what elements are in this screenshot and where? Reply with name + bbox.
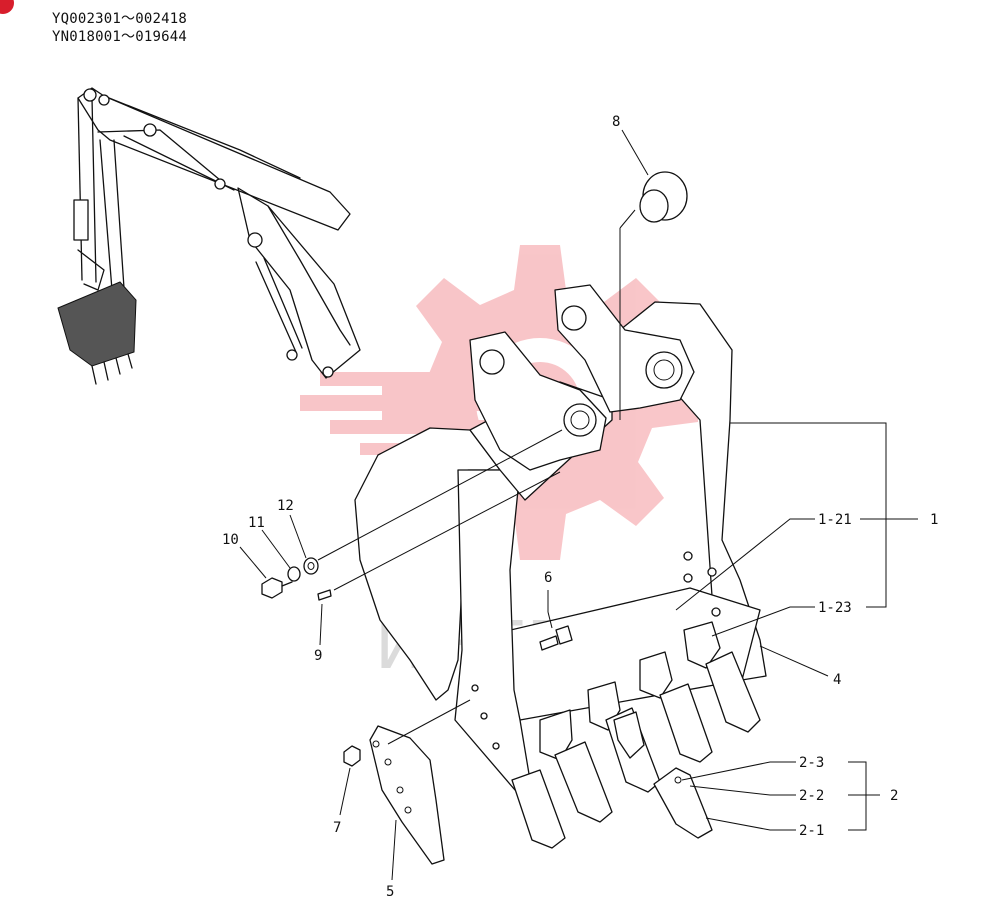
callout-1-21: 1-21 (818, 512, 852, 528)
callout-2-2: 2-2 (799, 788, 824, 804)
callout-7: 7 (333, 820, 341, 836)
part-6-bolt (539, 590, 573, 651)
serial-range-2: YN018001～019644 (52, 29, 188, 45)
callout-5: 5 (386, 884, 394, 900)
part-7-nut (343, 745, 361, 767)
part-2-tooth (653, 767, 713, 839)
callout-2: 2 (890, 788, 898, 804)
callout-9: 9 (314, 648, 322, 664)
pin-hardware (261, 429, 563, 601)
bucket-teeth-row (511, 621, 761, 849)
callout-2-1: 2-1 (799, 823, 824, 839)
serial-range-1: YQ002301～002418 (52, 11, 188, 27)
callout-4: 4 (833, 672, 841, 688)
callout-8: 8 (612, 114, 620, 130)
callout-labels: 1 1-21 1-23 4 2 2-3 2-2 2-1 8 6 12 11 10… (222, 114, 938, 900)
callout-10: 10 (222, 532, 239, 548)
callout-1-23: 1-23 (818, 600, 852, 616)
callout-1: 1 (930, 512, 938, 528)
callout-12: 12 (277, 498, 294, 514)
callout-2-3: 2-3 (799, 755, 824, 771)
part-8-shim (619, 171, 688, 420)
corner-badge-icon (0, 0, 14, 14)
callout-11: 11 (248, 515, 265, 531)
callout-6: 6 (544, 570, 552, 586)
excavator-arm-thumbnail (57, 87, 361, 385)
part-5-side-cutter (369, 699, 471, 865)
leader-lines (239, 129, 918, 881)
